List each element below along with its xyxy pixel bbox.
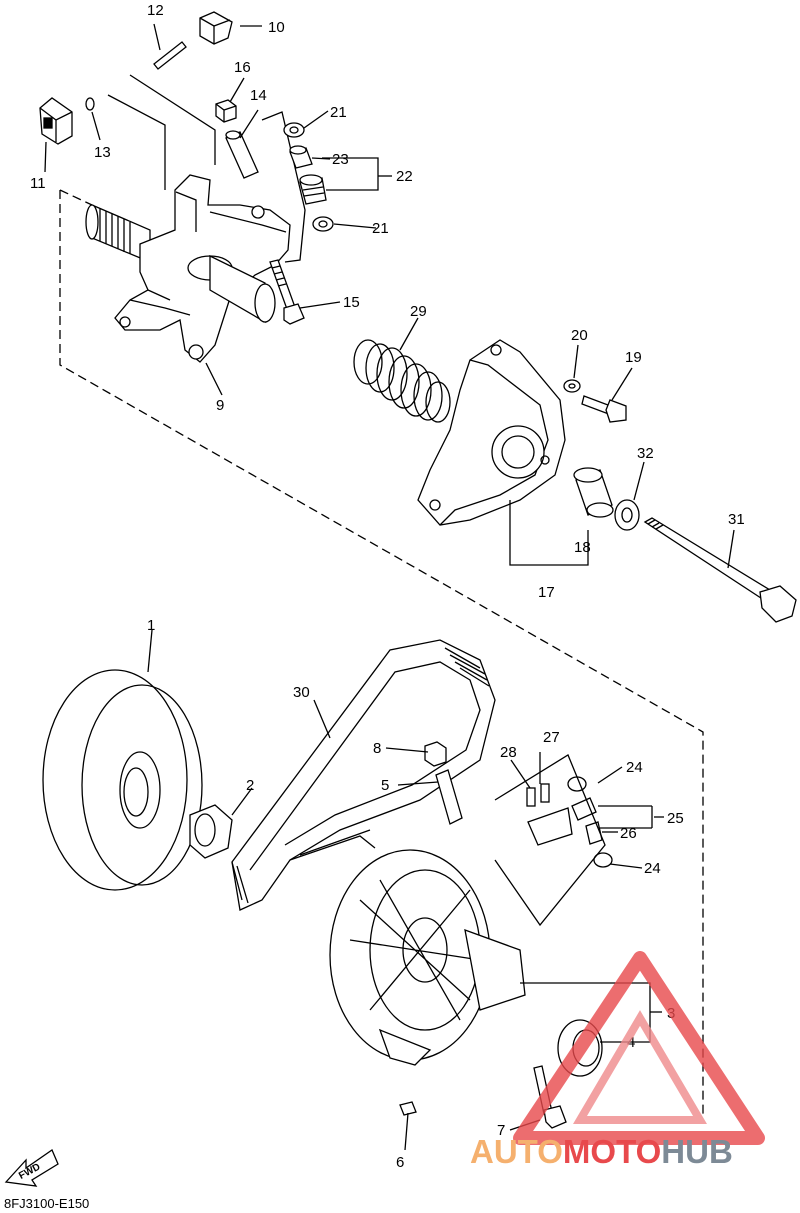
diagram-code: 8FJ3100-E150 <box>4 1196 90 1211</box>
part-11-slider <box>39 97 73 145</box>
callout-29: 29 <box>410 303 427 320</box>
callout-16: 16 <box>234 59 251 76</box>
callout-17: 17 <box>538 584 555 601</box>
part-21-washer-bottom <box>312 216 334 232</box>
callout-31: 31 <box>728 511 745 528</box>
callout-8: 8 <box>373 740 381 757</box>
callout-13: 13 <box>94 144 111 161</box>
part-18-bushing <box>573 467 614 518</box>
callout-18: 18 <box>574 539 591 556</box>
watermark-part-3: HUB <box>661 1133 733 1170</box>
callout-numbers: 12 10 16 14 21 13 23 22 11 21 15 29 20 1… <box>30 2 745 1171</box>
callout-28: 28 <box>500 744 517 761</box>
part-15-bolt <box>269 259 305 325</box>
part-21-washer-top <box>283 122 305 138</box>
callout-15: 15 <box>343 294 360 311</box>
callout-25: 25 <box>667 810 684 827</box>
callout-20: 20 <box>571 327 588 344</box>
part-32-washer <box>614 499 640 531</box>
callout-22: 22 <box>396 168 413 185</box>
fwd-arrow-icon: FWD <box>4 1149 59 1187</box>
part-19-bolt <box>581 395 627 423</box>
part-5-pin <box>435 769 463 825</box>
part-31-bolt <box>643 517 797 623</box>
part-14-collar <box>225 130 259 179</box>
callout-9: 9 <box>216 397 224 414</box>
callout-4: 4 <box>627 1034 635 1051</box>
leader-lines <box>44 23 735 1151</box>
part-6-plug <box>399 1101 417 1116</box>
parts-24-28-slider-kit <box>526 776 613 868</box>
callout-23: 23 <box>332 151 349 168</box>
watermark-logo <box>513 951 765 1145</box>
callout-12: 12 <box>147 2 164 19</box>
callout-6: 6 <box>396 1154 404 1171</box>
part-29-spring <box>353 339 451 423</box>
watermark-part-1: AUTO <box>470 1133 563 1170</box>
part-2-bushing <box>189 804 233 859</box>
part-8-nut <box>424 741 447 767</box>
part-3-secondary-pulley <box>329 849 526 1066</box>
part-22-roller <box>299 174 327 205</box>
callout-19: 19 <box>625 349 642 366</box>
part-10-slider <box>199 11 233 45</box>
callout-24-top: 24 <box>626 759 643 776</box>
callout-2: 2 <box>246 777 254 794</box>
callout-14: 14 <box>250 87 267 104</box>
callout-11: 11 <box>30 175 46 192</box>
callout-10: 10 <box>268 19 285 36</box>
callout-5: 5 <box>381 777 389 794</box>
part-9-spider <box>85 174 291 363</box>
watermark-part-2: MOTO <box>562 1133 662 1170</box>
assembly-lines <box>59 189 704 1115</box>
part-1-sheave <box>42 669 203 891</box>
part-20-washer <box>563 379 581 393</box>
callout-32: 32 <box>637 445 654 462</box>
callout-21-top: 21 <box>330 104 347 121</box>
part-16-nut <box>215 99 237 123</box>
callout-21-bottom: 21 <box>372 220 389 237</box>
part-12-pin <box>153 41 187 70</box>
part-23-bushing <box>289 145 313 169</box>
callout-24-bottom: 24 <box>644 860 661 877</box>
callout-1: 1 <box>147 617 155 634</box>
part-17-cover <box>417 339 566 526</box>
watermark-text: AUTOMOTOHUB <box>470 1133 733 1171</box>
callout-30: 30 <box>293 684 310 701</box>
part-13-oring <box>85 97 95 111</box>
callout-7: 7 <box>497 1122 505 1139</box>
callout-26: 26 <box>620 825 637 842</box>
callout-27: 27 <box>543 729 560 746</box>
